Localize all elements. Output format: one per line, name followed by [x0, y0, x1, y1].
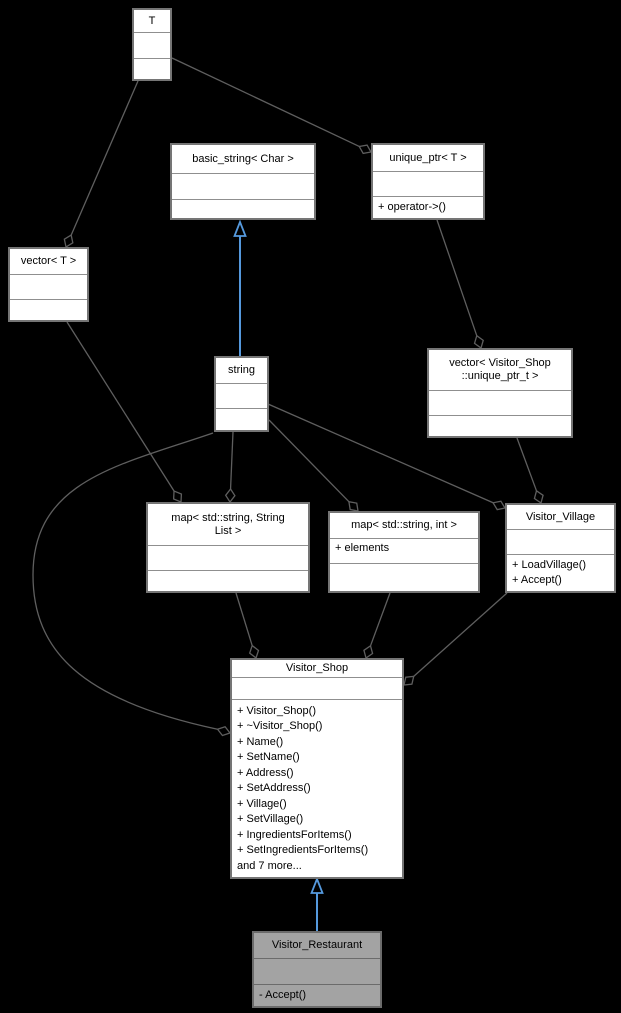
class-title: T	[148, 14, 156, 27]
class-title: string	[228, 364, 255, 376]
method-item: + SetVillage()	[237, 813, 304, 825]
method-item: + Accept()	[512, 574, 562, 586]
class-node-basic-string[interactable]: basic_string< Char >	[170, 143, 316, 220]
class-attributes	[172, 173, 314, 199]
class-title: unique_ptr< T >	[389, 151, 467, 164]
method-item: + Village()	[237, 797, 287, 810]
class-title: vector< T >	[20, 255, 77, 267]
class-methods	[10, 299, 87, 320]
class-attributes	[10, 274, 87, 299]
class-methods	[148, 570, 308, 591]
class-attributes	[507, 529, 614, 554]
class-title: vector< Visitor_Shop ::unique_ptr_t >	[429, 350, 571, 390]
class-attributes	[134, 32, 170, 58]
class-attributes	[232, 676, 402, 699]
class-title: map< std::string, String List >	[148, 504, 308, 545]
class-methods	[216, 408, 267, 430]
method-item: + SetName()	[237, 751, 300, 763]
class-title: basic_string< Char >	[192, 152, 294, 165]
method-item: + Address()	[237, 766, 294, 779]
class-methods: + Visitor_Shop() + ~Visitor_Shop() + Nam…	[232, 698, 402, 878]
method-item: - Accept()	[259, 989, 307, 1001]
class-node-visitor-shop[interactable]: Visitor_Shop + Visitor_Shop() + ~Visitor…	[230, 658, 404, 879]
class-attributes	[216, 383, 267, 408]
method-item: + SetIngredientsForItems()	[237, 844, 369, 856]
class-attributes	[373, 171, 483, 196]
class-title-line: vector< Visitor_Shop	[449, 357, 551, 369]
method-item: and 7 more...	[237, 859, 302, 872]
method-item: + LoadVillage()	[512, 559, 587, 571]
class-methods	[172, 199, 314, 218]
class-node-visitor-village[interactable]: Visitor_Village + LoadVillage() + Accept…	[505, 503, 616, 593]
field-item: + elements	[335, 542, 390, 554]
class-title-line: ::unique_ptr_t >	[461, 370, 539, 382]
class-title: Visitor_Shop	[285, 661, 349, 674]
class-methods	[429, 415, 571, 436]
class-node-map-string-int[interactable]: map< std::string, int > + elements	[328, 511, 480, 593]
class-attributes: + elements	[330, 538, 478, 563]
class-title-line: map< std::string, String	[171, 511, 285, 524]
class-methods: + operator->()	[373, 196, 483, 218]
class-node-t[interactable]: T	[132, 8, 172, 81]
method-item: + SetAddress()	[237, 782, 311, 794]
class-attributes	[429, 390, 571, 415]
class-node-vector-t[interactable]: vector< T >	[8, 247, 89, 322]
class-methods: + LoadVillage() + Accept()	[507, 554, 614, 591]
method-item: + Name()	[237, 735, 284, 748]
class-attributes	[148, 545, 308, 570]
class-node-map-string-stringlist[interactable]: map< std::string, String List >	[146, 502, 310, 593]
class-title: Visitor_Restaurant	[271, 939, 363, 951]
class-methods	[330, 563, 478, 591]
class-node-string[interactable]: string	[214, 356, 269, 432]
method-item: + operator->()	[378, 201, 446, 213]
class-title: map< std::string, int >	[351, 519, 457, 531]
class-node-unique-ptr[interactable]: unique_ptr< T > + operator->()	[371, 143, 485, 220]
class-attributes	[254, 958, 380, 984]
method-item: + ~Visitor_Shop()	[237, 720, 323, 732]
class-node-visitor-restaurant[interactable]: Visitor_Restaurant - Accept()	[252, 931, 382, 1008]
method-item: + IngredientsForItems()	[237, 828, 352, 841]
class-methods	[134, 58, 170, 79]
class-title: Visitor_Village	[525, 510, 596, 523]
method-item: + Visitor_Shop()	[237, 704, 316, 717]
class-title-line: List >	[214, 524, 242, 537]
class-node-vector-visitor-shop-unique-ptr[interactable]: vector< Visitor_Shop ::unique_ptr_t >	[427, 348, 573, 438]
class-methods: - Accept()	[254, 984, 380, 1006]
